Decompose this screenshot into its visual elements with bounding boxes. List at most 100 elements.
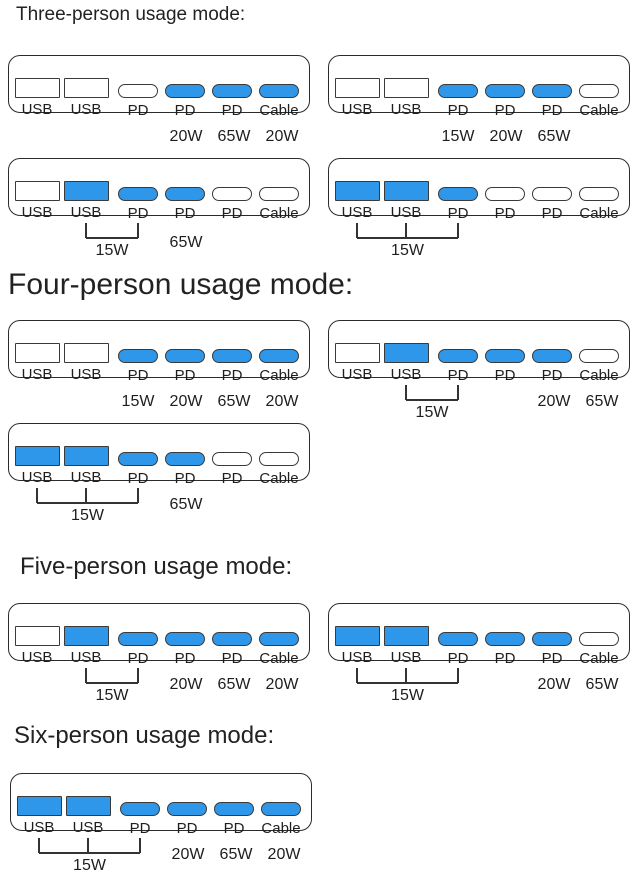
shared-wattage-label: 15W (391, 242, 424, 259)
bracket-stem-line (457, 223, 459, 238)
bracket-stem-line (137, 488, 139, 503)
shared-wattage-label: 15W (95, 687, 129, 704)
port-label: Cable (259, 102, 299, 119)
port-label: PD (223, 820, 245, 837)
usb-a-port-icon (335, 626, 380, 646)
heading-four-person: Four-person usage mode: (8, 268, 354, 301)
usb-a-port-icon (15, 181, 60, 201)
port-wattage-label: 65W (217, 676, 251, 693)
port-label: PD (447, 205, 469, 222)
port-label: Cable (259, 205, 299, 222)
bracket-stem-line (137, 223, 139, 238)
usb-c-pd-port-icon (118, 84, 158, 98)
port-label: PD (129, 820, 151, 837)
port-wattage-label: 15W (121, 393, 155, 410)
port-wattage-label: 65W (585, 393, 619, 410)
bracket-base-line (86, 237, 138, 239)
usb-c-pd-port-icon (485, 349, 525, 363)
cable-port-icon (259, 452, 299, 466)
bracket-stem-line (356, 668, 358, 683)
port-label: Cable (261, 820, 301, 837)
usb-c-pd-port-icon (485, 187, 525, 201)
bracket-stem-line (405, 223, 407, 238)
port-label: PD (176, 820, 198, 837)
bracket-stem-line (405, 385, 407, 400)
port-label: USB (70, 649, 102, 666)
usb-a-port-icon (15, 78, 60, 98)
cable-port-icon (259, 187, 299, 201)
usb-c-pd-port-icon (118, 632, 158, 646)
port-label: Cable (579, 205, 619, 222)
port-label: PD (447, 367, 469, 384)
port-label: PD (174, 102, 196, 119)
usb-c-pd-port-icon (167, 802, 207, 816)
port-label: PD (541, 367, 563, 384)
port-wattage-label: 20W (265, 676, 299, 693)
port-wattage-label: 20W (489, 128, 523, 145)
bracket-stem-line (87, 838, 89, 853)
port-label: PD (221, 205, 243, 222)
usb-c-pd-port-icon (532, 349, 572, 363)
usb-a-port-icon (335, 181, 380, 201)
bracket-base-line (86, 682, 138, 684)
port-label: PD (221, 367, 243, 384)
usb-a-port-icon (64, 78, 109, 98)
usb-c-pd-port-icon (532, 187, 572, 201)
usb-c-pd-port-icon (214, 802, 254, 816)
port-label: PD (174, 470, 196, 487)
bracket-stem-line (405, 668, 407, 683)
usb-c-pd-port-icon (438, 632, 478, 646)
port-label: USB (70, 101, 102, 118)
usb-c-pd-port-icon (120, 802, 160, 816)
port-label: PD (447, 650, 469, 667)
cable-port-icon (579, 84, 619, 98)
heading-six-person: Six-person usage mode: (14, 722, 275, 749)
usb-a-port-icon (384, 626, 429, 646)
usb-a-port-icon (64, 343, 109, 363)
port-label: PD (494, 367, 516, 384)
usb-c-pd-port-icon (485, 632, 525, 646)
port-wattage-label: 20W (171, 846, 205, 863)
port-label: Cable (259, 367, 299, 384)
port-label: Cable (259, 470, 299, 487)
port-wattage-label: 20W (267, 846, 301, 863)
port-label: PD (127, 205, 149, 222)
bracket-stem-line (457, 385, 459, 400)
cable-port-icon (261, 802, 301, 816)
usb-c-pd-port-icon (438, 187, 478, 201)
port-wattage-label: 20W (537, 393, 571, 410)
usb-c-pd-port-icon (212, 349, 252, 363)
usb-a-port-icon (15, 343, 60, 363)
port-label: USB (70, 366, 102, 383)
usb-a-port-icon (384, 343, 429, 363)
port-wattage-label: 65W (169, 496, 203, 513)
usb-c-pd-port-icon (118, 187, 158, 201)
usb-a-port-icon (64, 446, 109, 466)
shared-wattage-label: 15W (391, 687, 424, 704)
port-label: USB (21, 469, 53, 486)
usb-c-pd-port-icon (212, 84, 252, 98)
port-label: PD (127, 470, 149, 487)
port-label: PD (174, 650, 196, 667)
port-wattage-label: 15W (441, 128, 475, 145)
port-label: PD (494, 650, 516, 667)
port-wattage-label: 20W (265, 393, 299, 410)
shared-wattage-label: 15W (415, 404, 449, 421)
usb-c-pd-port-icon (212, 452, 252, 466)
heading-five-person: Five-person usage mode: (20, 553, 293, 580)
port-wattage-label: 65W (219, 846, 253, 863)
port-wattage-label: 20W (169, 393, 203, 410)
usb-c-pd-port-icon (438, 349, 478, 363)
usb-c-pd-port-icon (165, 632, 205, 646)
port-label: USB (341, 101, 373, 118)
port-label: Cable (579, 650, 619, 667)
cable-port-icon (579, 349, 619, 363)
port-label: USB (23, 819, 55, 836)
bracket-base-line (406, 399, 458, 401)
bracket-stem-line (457, 668, 459, 683)
bracket-stem-line (38, 838, 40, 853)
usb-a-port-icon (66, 796, 111, 816)
port-label: PD (494, 102, 516, 119)
usb-a-port-icon (64, 626, 109, 646)
usb-a-port-icon (384, 181, 429, 201)
